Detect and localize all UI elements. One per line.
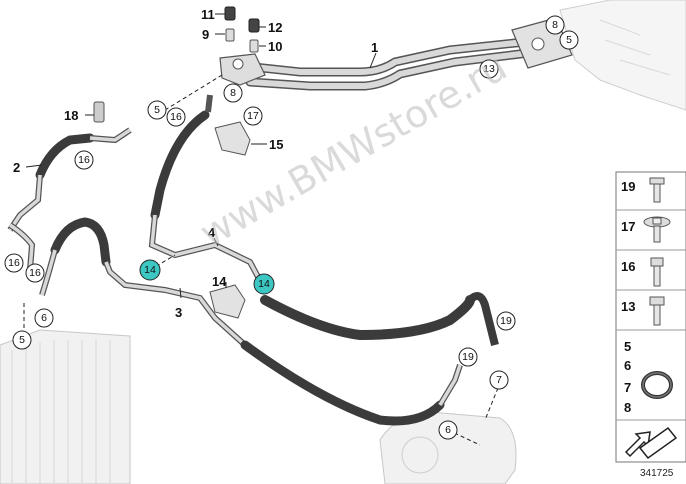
callout-2: 2: [13, 160, 43, 175]
callout-13: 13: [479, 59, 499, 79]
callout-16-b: 16: [74, 150, 94, 170]
svg-text:8: 8: [230, 87, 236, 99]
hose-2: [7, 127, 132, 271]
callout-12: 12: [259, 20, 282, 35]
legend-item-16: 16: [621, 257, 664, 287]
legend-item-o-rings: 5 6 7 8: [624, 339, 673, 415]
callout-8-mid: 8: [223, 83, 243, 103]
condenser-radiator: [0, 329, 131, 484]
svg-text:19: 19: [500, 315, 512, 327]
callout-19-b: 19: [458, 347, 478, 367]
svg-text:6: 6: [41, 312, 47, 324]
callout-7: 7: [489, 370, 509, 390]
callout-15: 15: [251, 137, 283, 152]
svg-text:17: 17: [621, 219, 635, 234]
callout-16-c: 16: [4, 253, 24, 273]
svg-text:8: 8: [552, 19, 558, 31]
svg-text:7: 7: [496, 374, 502, 386]
expansion-valve-area: [559, 0, 686, 111]
callout-6-left: 6: [34, 308, 54, 328]
svg-text:14: 14: [144, 264, 156, 276]
parts-legend: 19 17 16 13 5 6 7 8: [615, 171, 686, 463]
svg-text:16: 16: [29, 267, 41, 279]
bracket-14: [209, 284, 246, 319]
callout-14-highlight-a: 14: [139, 259, 161, 281]
hose-4: [148, 94, 499, 346]
callout-19-a: 19: [496, 311, 516, 331]
callout-6-bottom: 6: [438, 420, 458, 440]
callout-5-mid: 5: [147, 100, 167, 120]
svg-text:2: 2: [13, 160, 20, 175]
svg-text:16: 16: [621, 259, 635, 274]
svg-text:7: 7: [624, 380, 631, 395]
svg-text:8: 8: [624, 400, 631, 415]
svg-text:3: 3: [175, 305, 182, 320]
svg-text:13: 13: [621, 299, 635, 314]
valve-10: [249, 39, 259, 53]
callout-5-left: 5: [12, 330, 32, 350]
svg-text:5: 5: [154, 104, 160, 116]
svg-text:1: 1: [371, 40, 378, 55]
cap-11: [224, 6, 236, 21]
svg-text:14: 14: [258, 278, 270, 290]
legend-item-19: 19: [621, 177, 665, 203]
svg-text:19: 19: [462, 351, 474, 363]
bracket-15: [214, 121, 251, 156]
svg-text:5: 5: [19, 334, 25, 346]
svg-text:15: 15: [269, 137, 283, 152]
svg-text:16: 16: [170, 111, 182, 123]
cap-12: [248, 18, 260, 33]
callout-16-d: 16: [25, 263, 45, 283]
callout-9: 9: [202, 27, 225, 42]
svg-text:13: 13: [483, 63, 495, 75]
svg-text:11: 11: [201, 7, 215, 22]
callout-11: 11: [201, 7, 225, 22]
svg-text:14: 14: [212, 274, 227, 289]
svg-text:5: 5: [624, 339, 631, 354]
callout-1: 1: [369, 40, 378, 69]
svg-text:16: 16: [8, 257, 20, 269]
svg-text:17: 17: [247, 110, 259, 122]
view-direction-arrow-icon: [624, 426, 678, 460]
svg-text:10: 10: [268, 39, 282, 54]
svg-text:5: 5: [566, 34, 572, 46]
diagram-reference-number: 341725: [640, 468, 674, 479]
callout-17: 17: [243, 106, 263, 126]
callout-10: 10: [259, 39, 282, 54]
callout-4: 4: [208, 225, 219, 247]
callout-18: 18: [64, 108, 94, 123]
callout-14-highlight-b: 14: [253, 273, 275, 295]
svg-text:19: 19: [621, 179, 635, 194]
callout-3: 3: [175, 287, 182, 320]
callout-16-a: 16: [166, 107, 186, 127]
svg-text:12: 12: [268, 20, 282, 35]
svg-text:4: 4: [208, 225, 216, 240]
legend-item-13: 13: [621, 296, 665, 326]
hose-3: [39, 217, 463, 426]
svg-text:16: 16: [78, 154, 90, 166]
callout-5-top: 5: [559, 30, 579, 50]
sensor-18: [93, 101, 105, 123]
legend-item-17: 17: [621, 216, 671, 243]
svg-text:9: 9: [202, 27, 209, 42]
svg-text:6: 6: [624, 358, 631, 373]
leader-lines: [23, 74, 499, 446]
callout-8-top: 8: [545, 15, 565, 35]
svg-text:6: 6: [445, 424, 451, 436]
svg-text:18: 18: [64, 108, 78, 123]
callout-14-bracket: 14: [212, 274, 227, 289]
valve-9: [225, 28, 235, 42]
pipe-1-suction-line: [230, 35, 553, 91]
